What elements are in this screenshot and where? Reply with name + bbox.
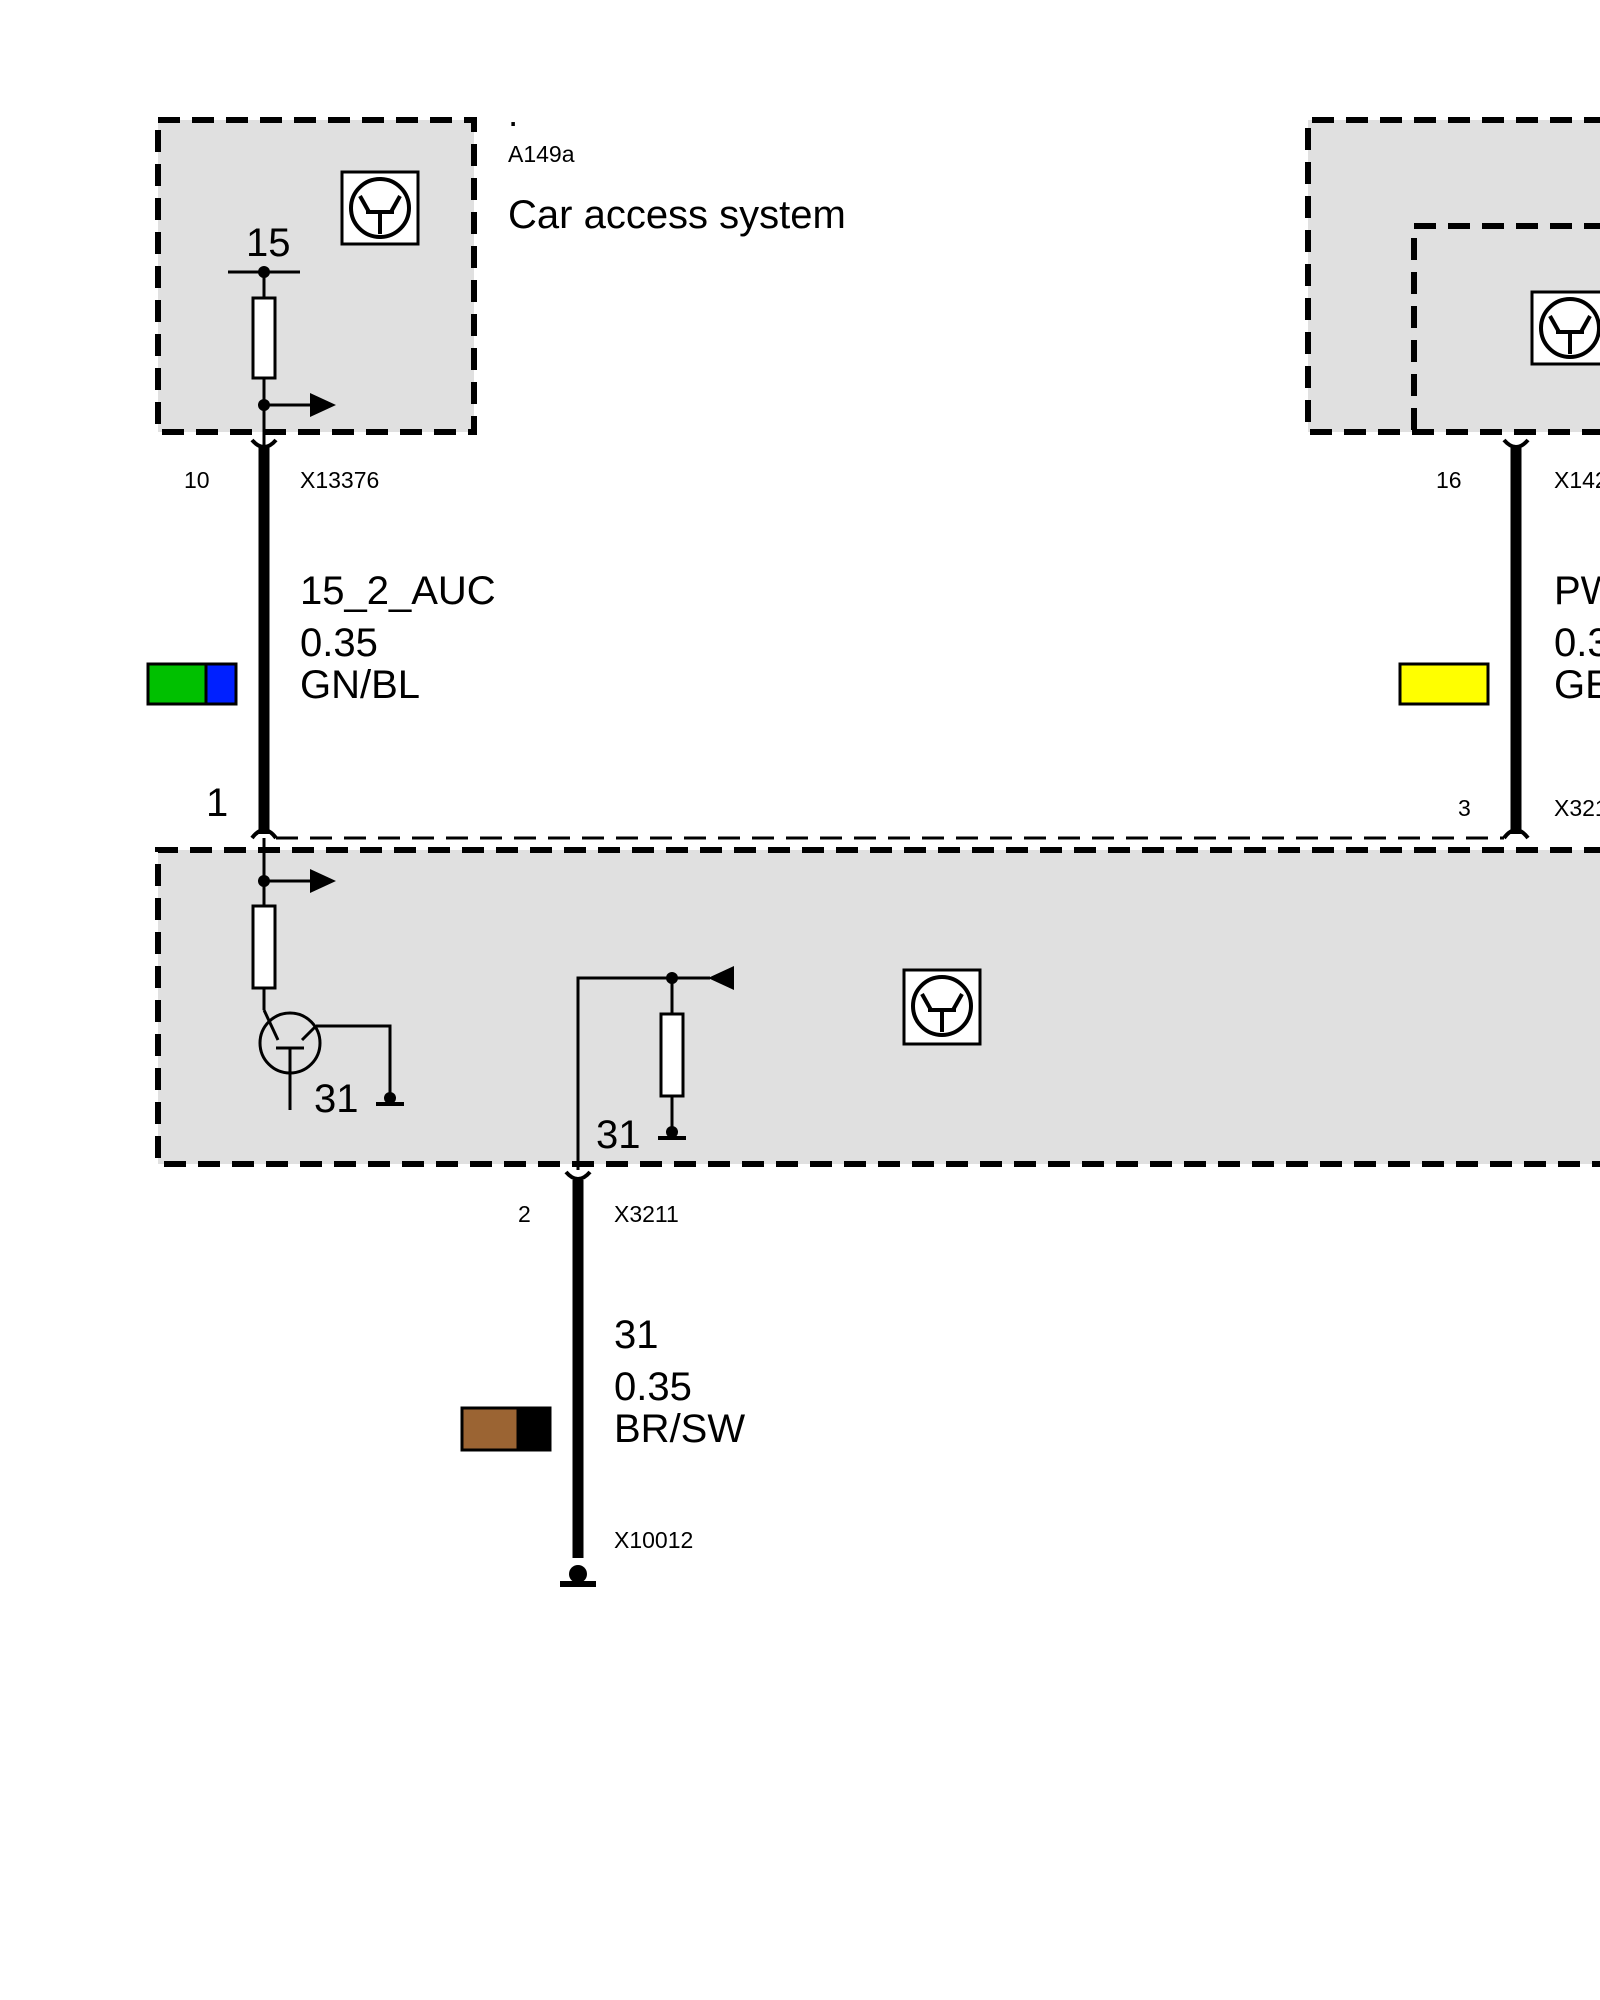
wire-bottom-size: 0.35 [614,1365,692,1409]
wire-right-name: PW [1554,569,1600,613]
wire-left-name: 15_2_AUC [300,569,496,613]
terminal-15-label: 15 [246,221,291,265]
pin-3-label: 3 [1458,795,1471,821]
connector-fork-icon [1502,828,1530,840]
wire-left-color: GN/BL [300,663,420,707]
module-right-inner-box [1411,223,1600,432]
connector-x321-label: X321 [1554,795,1600,821]
wire-color-swatch-gn-bl [146,662,238,706]
module-bottom-box [155,847,1600,1167]
pin-16-label: 16 [1436,467,1462,493]
transistor-icon [340,170,420,246]
transistor-icon [1530,290,1600,366]
pin-10-label: 10 [184,467,210,493]
ground-dot [384,1092,396,1104]
ground-31-label-1: 31 [314,1077,359,1121]
wire-color-swatch-br-sw [460,1406,552,1452]
ground-dot [666,1126,678,1138]
wire-bottom-color: BR/SW [614,1407,745,1451]
transistor-icon [902,968,982,1046]
connector-fork-icon [564,1170,592,1181]
wire-left-size: 0.35 [300,621,378,665]
conductor [316,1024,392,1098]
wire-right-size: 0.3 [1554,621,1600,665]
arrow-right-icon [310,393,336,417]
connector-x142-label: X142 [1554,467,1600,493]
connector-x10012-label: X10012 [614,1527,693,1553]
connector-x3211-label: X3211 [614,1201,679,1227]
ground-dot [569,1565,587,1583]
component-dot: . [508,93,518,134]
resistor [659,1012,685,1098]
transistor-icon [258,1009,322,1110]
connector-fork-icon [250,828,278,840]
module-right-box [1305,117,1600,435]
ground-31-label-2: 31 [596,1113,641,1157]
component-name: Car access system [508,193,846,237]
component-code: A149a [508,141,575,167]
resistor [251,904,277,990]
pin-1-label: 1 [206,781,228,825]
wire-color-swatch-ge [1398,662,1490,706]
conductor [576,976,672,1170]
module-car-access-system-box [155,117,477,435]
arrow-left-icon [708,966,734,990]
resistor [251,296,277,380]
connector-fork-icon [1502,438,1530,449]
connector-x13376-label: X13376 [300,467,379,493]
pin-2-label: 2 [518,1201,531,1227]
wire-right-color: GE [1554,663,1600,707]
arrow-right-icon [310,869,336,893]
wire-bottom-name: 31 [614,1313,659,1357]
